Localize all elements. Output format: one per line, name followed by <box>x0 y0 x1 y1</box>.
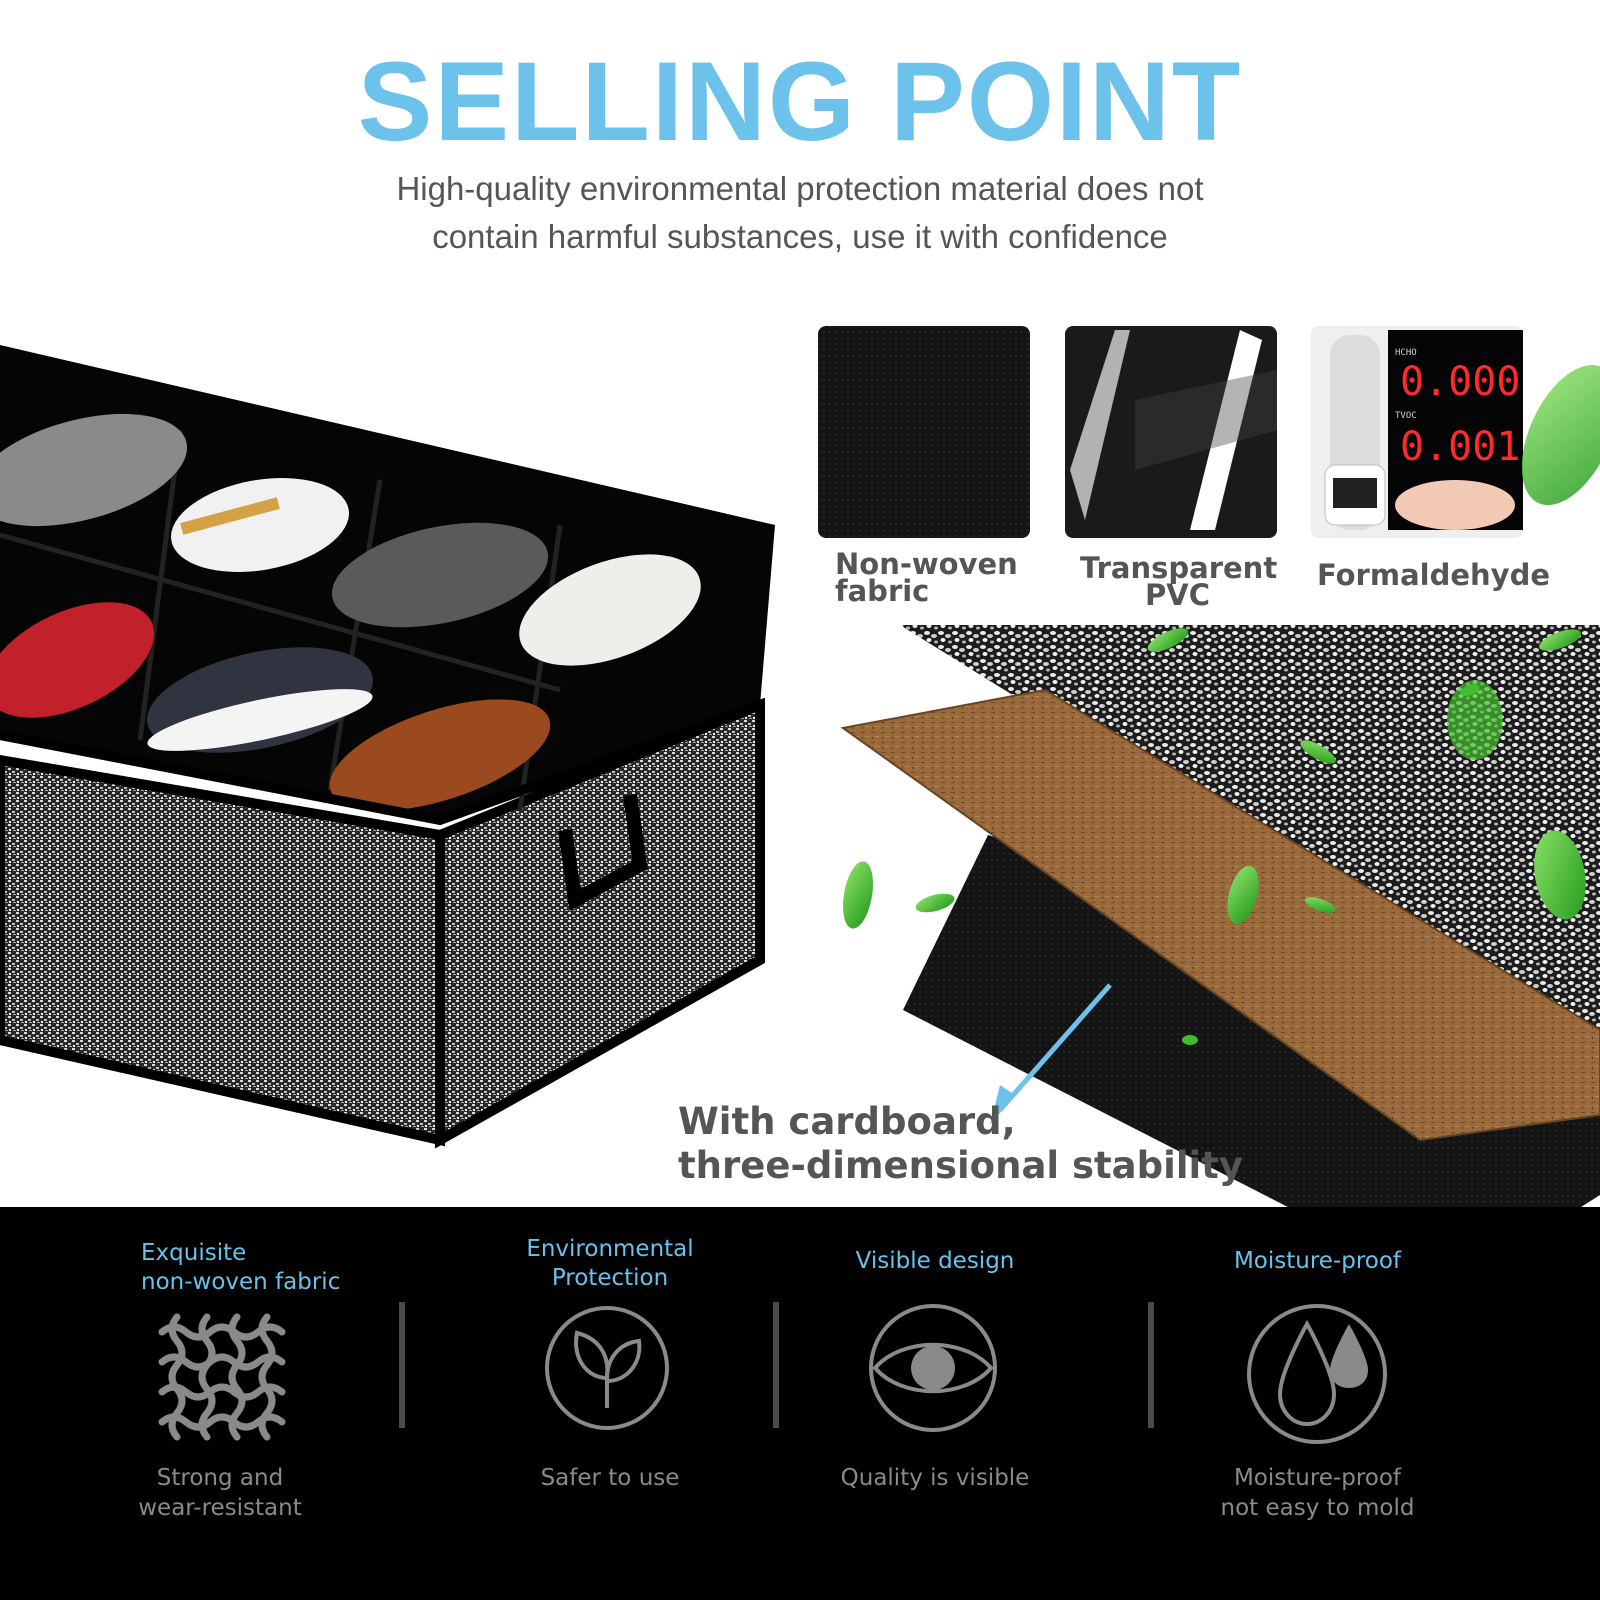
shoe-storage-bag <box>0 345 775 1149</box>
eye-icon <box>869 1304 997 1432</box>
tvoc-label: TVOC <box>1395 411 1417 421</box>
feature-environmental: Environmental Protection Safer to use <box>480 1207 740 1600</box>
material-label-line: fabric <box>835 574 930 608</box>
feature-desc: Moisture-proof not easy to mold <box>1180 1463 1455 1523</box>
formaldehyde-meter-swatch: HCHO 0.000 TVOC 0.001 <box>1311 326 1523 538</box>
feature-title-line: Protection <box>551 1265 669 1291</box>
feature-desc-line: Strong and <box>156 1465 284 1491</box>
feature-visible-design: Visible design Quality is visible <box>800 1207 1070 1600</box>
material-label-formaldehyde: Formaldehyde <box>1317 558 1550 592</box>
feature-title-line: Visible design <box>855 1248 1015 1274</box>
material-label-line: Transparent <box>1080 551 1278 585</box>
feature-desc: Quality is visible <box>800 1463 1070 1493</box>
cardboard-caption-line-1: With cardboard, <box>678 1100 1016 1143</box>
feature-title-line: non-woven fabric <box>141 1269 341 1295</box>
material-label-non-woven: Non-woven fabric <box>835 547 1018 608</box>
feature-desc: Strong and wear-resistant <box>80 1463 360 1523</box>
feature-desc-line: Moisture-proof <box>1233 1465 1402 1491</box>
material-label-line: PVC <box>1145 578 1210 612</box>
feature-title: Environmental Protection <box>480 1235 740 1293</box>
feature-title: Moisture-proof <box>1180 1247 1455 1276</box>
tvoc-readout: 0.001 <box>1400 424 1520 470</box>
cardboard-caption-line-2: three-dimensional stability <box>678 1144 1243 1187</box>
feature-divider <box>1148 1302 1154 1428</box>
feature-desc-line: Safer to use <box>540 1465 680 1491</box>
cardboard-caption: With cardboard, three-dimensional stabil… <box>678 1100 1243 1188</box>
feature-divider <box>773 1302 779 1428</box>
feature-divider <box>399 1302 405 1428</box>
non-woven-swatch <box>818 326 1030 538</box>
feature-title: Exquisite non-woven fabric <box>141 1239 431 1297</box>
transparent-pvc-swatch <box>1065 326 1277 538</box>
feature-desc-line: wear-resistant <box>138 1495 302 1521</box>
leaf-icon <box>545 1306 669 1430</box>
feature-moisture-proof: Moisture-proof Moisture-proof not easy t… <box>1180 1207 1455 1600</box>
material-label-line: Formaldehyde <box>1317 558 1550 592</box>
material-label-line: Non-woven <box>835 547 1018 581</box>
fabric-weave-icon <box>158 1313 286 1441</box>
hcho-label: HCHO <box>1395 348 1417 358</box>
feature-desc: Safer to use <box>480 1463 740 1493</box>
feature-desc-line: Quality is visible <box>840 1465 1030 1491</box>
feature-desc-line: not easy to mold <box>1220 1495 1415 1521</box>
feature-title-line: Environmental <box>526 1236 694 1262</box>
headline: SELLING POINT <box>357 39 1243 164</box>
hcho-readout: 0.000 <box>1400 359 1520 405</box>
feature-title-line: Exquisite <box>141 1240 247 1266</box>
feature-non-woven: Exquisite non-woven fabric Strong and we… <box>100 1207 390 1600</box>
material-label-pvc: Transparent PVC <box>1080 551 1278 612</box>
subtitle-line-1: High-quality environmental protection ma… <box>396 170 1204 207</box>
feature-title-line: Moisture-proof <box>1233 1248 1402 1274</box>
water-drops-icon <box>1247 1304 1387 1444</box>
feature-title: Visible design <box>800 1247 1070 1276</box>
feature-band: Exquisite non-woven fabric Strong and we… <box>0 1207 1600 1600</box>
leaf-decorations <box>843 364 1600 1045</box>
subtitle-line-2: contain harmful substances, use it with … <box>432 218 1168 255</box>
